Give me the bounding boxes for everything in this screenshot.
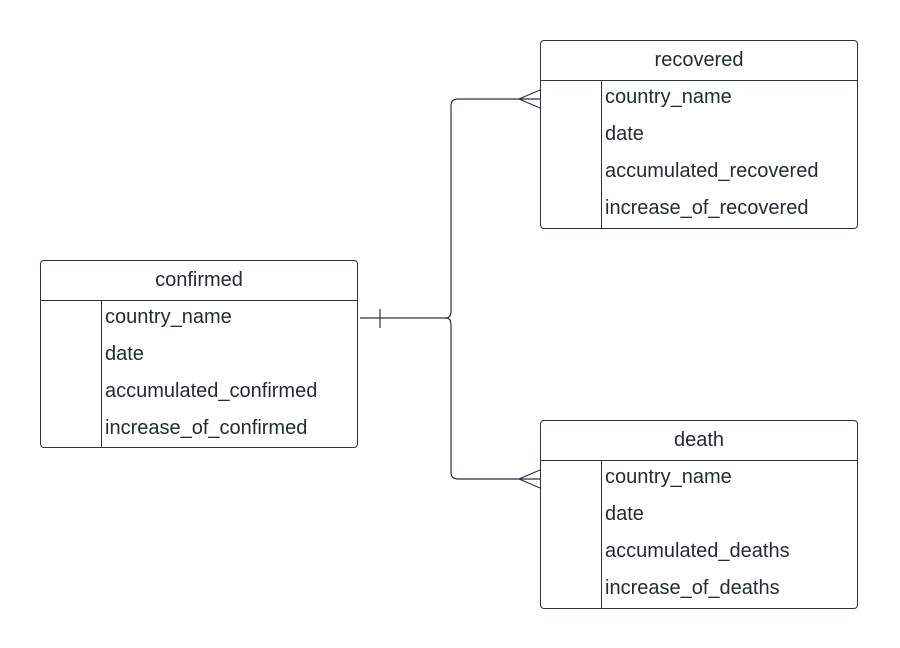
attribute-row: increase_of_confirmed: [105, 417, 308, 439]
entity-recovered[interactable]: recovered country_name date accumulated_…: [540, 40, 858, 229]
attribute-row: accumulated_recovered: [605, 160, 819, 182]
attribute-row: country_name: [605, 86, 732, 108]
key-column: [541, 461, 602, 608]
attribute-row: country_name: [605, 466, 732, 488]
entity-body: country_name date accumulated_recovered …: [541, 81, 857, 228]
many-cardinality-marker-death: [518, 469, 541, 489]
entity-body: country_name date accumulated_deaths inc…: [541, 461, 857, 608]
entity-body: country_name date accumulated_confirmed …: [41, 301, 357, 448]
entity-title: death: [541, 421, 857, 461]
many-cardinality-marker-recovered: [518, 89, 541, 109]
attribute-row: accumulated_deaths: [605, 540, 790, 562]
entity-title: recovered: [541, 41, 857, 81]
attribute-row: increase_of_recovered: [605, 197, 809, 219]
connector-to-death: [445, 317, 540, 480]
entity-death[interactable]: death country_name date accumulated_deat…: [540, 420, 858, 609]
attribute-list: country_name date accumulated_recovered …: [605, 81, 857, 229]
attribute-row: date: [105, 343, 144, 365]
attribute-row: increase_of_deaths: [605, 577, 780, 599]
attribute-row: country_name: [105, 306, 232, 328]
attribute-row: date: [605, 503, 644, 525]
attribute-list: country_name date accumulated_deaths inc…: [605, 461, 857, 609]
connector-to-recovered: [445, 98, 540, 319]
key-column: [541, 81, 602, 228]
key-column: [41, 301, 102, 448]
attribute-row: date: [605, 123, 644, 145]
entity-title: confirmed: [41, 261, 357, 301]
attribute-row: accumulated_confirmed: [105, 380, 318, 402]
attribute-list: country_name date accumulated_confirmed …: [105, 301, 357, 449]
entity-confirmed[interactable]: confirmed country_name date accumulated_…: [40, 260, 358, 448]
